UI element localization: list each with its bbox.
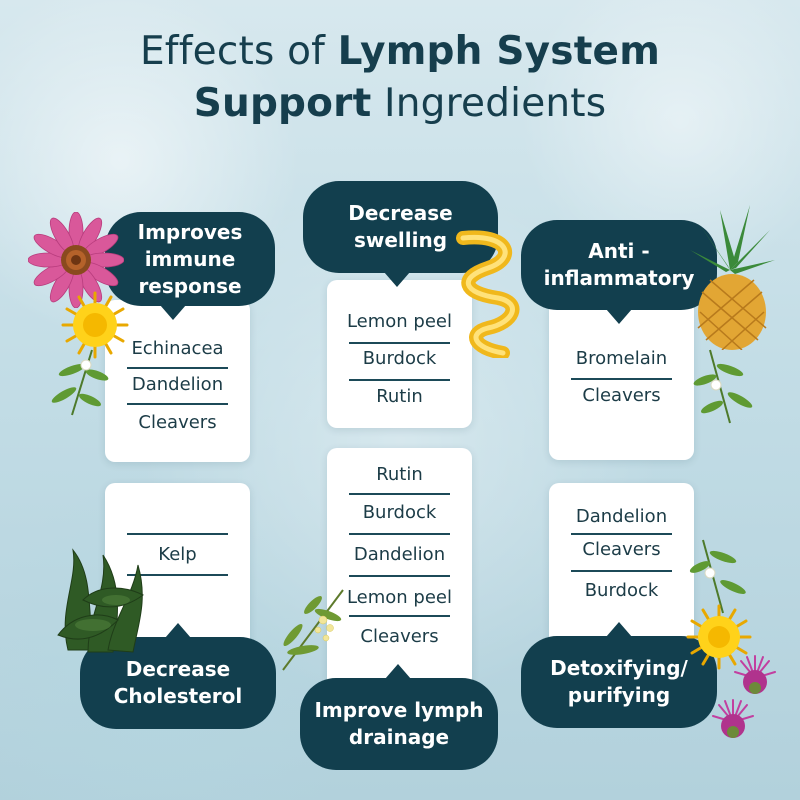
ingredient-item: Burdock — [362, 502, 437, 523]
ingredient-item: Lemon peel — [346, 311, 453, 332]
divider — [127, 403, 228, 405]
bubble-tail — [165, 623, 191, 638]
card-decrease-swelling: Lemon peel Burdock Rutin — [327, 280, 472, 428]
ingredient-item: Cleavers — [582, 385, 661, 406]
divider — [349, 342, 450, 344]
ingredient-item: Cleavers — [582, 539, 661, 560]
echinacea-flower-icon — [28, 212, 124, 308]
ingredient-item: Lemon peel — [346, 587, 453, 608]
divider — [127, 574, 228, 576]
divider — [571, 570, 672, 572]
bubble-tail — [160, 305, 186, 320]
divider — [349, 379, 450, 381]
bubble-tail — [385, 664, 411, 679]
ingredient-item: Dandelion — [353, 544, 446, 565]
page-title: Effects of Lymph System Support Ingredie… — [139, 29, 661, 126]
label-immune-response: Improves immune response — [105, 212, 275, 306]
divider — [349, 493, 450, 495]
label-anti-inflammatory: Anti - inflammatory — [521, 220, 717, 310]
cleavers-plant-icon — [51, 349, 109, 416]
burdock-flower-icon — [712, 655, 776, 738]
divider — [349, 575, 450, 577]
bubble-tail — [384, 272, 410, 287]
lemon-peel-icon — [456, 230, 520, 358]
cleavers-plant-icon — [689, 539, 746, 614]
ingredient-item: Rutin — [376, 464, 423, 485]
ingredient-item: Cleavers — [360, 626, 439, 647]
label-detoxifying: Detoxifying/ purifying — [521, 636, 717, 728]
divider — [349, 615, 450, 617]
cleavers-plant-icon — [693, 349, 753, 424]
divider — [127, 367, 228, 369]
label-decrease-swelling: Decrease swelling — [303, 181, 498, 273]
divider — [349, 533, 450, 535]
ingredient-item: Cleavers — [138, 412, 217, 433]
ingredient-item: Burdock — [584, 580, 659, 601]
pineapple-icon — [690, 205, 775, 350]
label-decrease-cholesterol: Decrease Cholesterol — [80, 637, 276, 729]
bubble-tail — [606, 309, 632, 324]
ingredient-item: Burdock — [362, 348, 437, 369]
label-lymph-drainage: Improve lymph drainage — [300, 678, 498, 770]
cleavers-plant-icon — [282, 589, 344, 671]
ingredient-item: Bromelain — [575, 348, 668, 369]
bubble-tail — [606, 622, 632, 637]
kelp-icon — [57, 548, 144, 653]
card-lymph-drainage: Rutin Burdock Dandelion Lemon peel Cleav… — [327, 448, 472, 688]
divider — [127, 533, 228, 535]
ingredient-item: Rutin — [376, 386, 423, 407]
ingredient-item: Dandelion — [575, 506, 668, 527]
ingredient-item: Echinacea — [131, 338, 224, 359]
card-anti-inflammatory: Bromelain Cleavers — [549, 300, 694, 460]
card-immune-response: Echinacea Dandelion Cleavers — [105, 300, 250, 462]
ingredient-item: Dandelion — [131, 374, 224, 395]
dandelion-flower-icon — [686, 604, 752, 670]
divider — [571, 533, 672, 535]
dandelion-flower-icon — [61, 291, 129, 359]
ingredient-item: Kelp — [158, 544, 197, 565]
divider — [571, 378, 672, 380]
